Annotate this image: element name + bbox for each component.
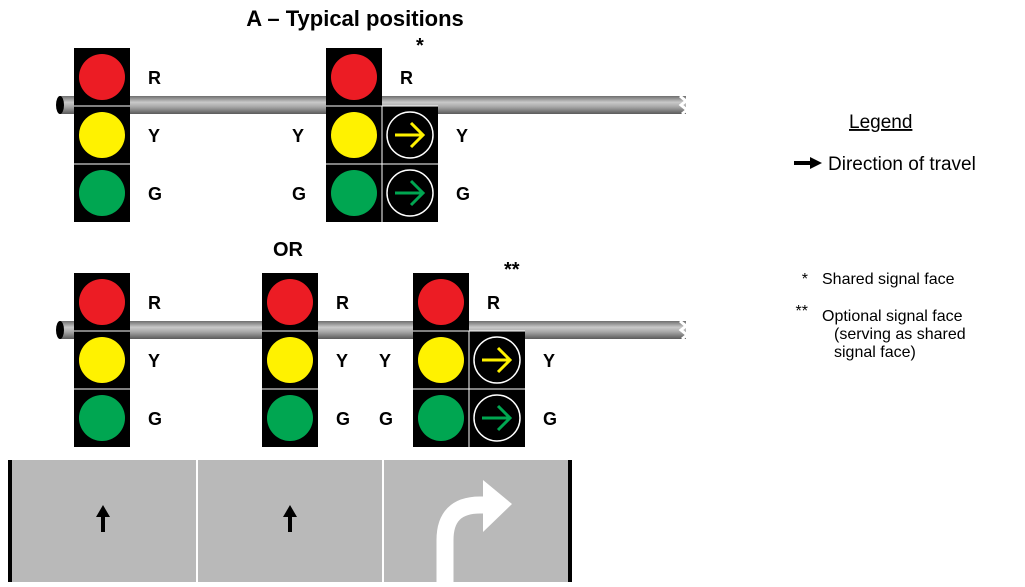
lens-label-g-left: G — [292, 184, 306, 204]
lens-label-y: Y — [336, 351, 348, 371]
yellow-right-arrow-icon — [473, 336, 521, 384]
lens-label-y: Y — [148, 351, 160, 371]
lens-label-r: R — [336, 293, 349, 313]
lens-label-r: R — [487, 293, 500, 313]
legend: Legend Direction of travel — [794, 112, 976, 175]
diagram-title: A – Typical positions — [246, 6, 464, 31]
lane-2 — [283, 505, 297, 532]
yellow-lens — [267, 337, 313, 383]
lens-label-r: R — [400, 68, 413, 88]
green-lens — [79, 395, 125, 441]
red-lens — [79, 279, 125, 325]
signal-green-section — [413, 389, 469, 447]
lens-label-y: Y — [456, 126, 468, 146]
note-optional-mark: ** — [796, 303, 808, 320]
signal-red-section — [74, 273, 130, 331]
straight-arrow-icon — [96, 505, 110, 532]
signal-red-section — [326, 48, 382, 106]
signal-red-section — [74, 48, 130, 106]
red-lens — [267, 279, 313, 325]
yellow-right-arrow-icon — [386, 111, 434, 159]
signal-yellow-arrow-section — [382, 106, 438, 164]
signal-red-section — [262, 273, 318, 331]
signal-yellow-section — [74, 106, 130, 164]
green-lens — [331, 170, 377, 216]
yellow-lens — [331, 112, 377, 158]
yellow-lens — [79, 112, 125, 158]
green-right-arrow-icon — [386, 169, 434, 217]
yellow-lens — [79, 337, 125, 383]
red-lens — [331, 54, 377, 100]
straight-arrow-icon — [283, 505, 297, 532]
signal-yellow-section — [74, 331, 130, 389]
signal-red-section — [413, 273, 469, 331]
signal-yellow-section — [413, 331, 469, 389]
note-shared-mark: * — [802, 271, 808, 288]
or-label: OR — [273, 239, 304, 261]
lens-label-y-left: Y — [292, 126, 304, 146]
signal-yellow-section — [326, 106, 382, 164]
right-arrow-icon — [794, 157, 822, 169]
signal-green-section — [74, 389, 130, 447]
lens-label-g: G — [543, 409, 557, 429]
lens-label-g: G — [456, 184, 470, 204]
lens-label-g: G — [336, 409, 350, 429]
note-optional-line-2: (serving as shared — [834, 326, 966, 343]
green-lens — [267, 395, 313, 441]
lens-label-y-left: Y — [379, 351, 391, 371]
shared-signal-mark: * — [416, 35, 424, 57]
lens-label-r: R — [148, 293, 161, 313]
signal-heads: R Y G R Y G Y G R Y G R Y G R Y G Y G — [74, 48, 557, 447]
signal-green-arrow-section — [469, 389, 525, 447]
mast-arm-bottom — [56, 319, 690, 341]
signal-yellow-section — [262, 331, 318, 389]
red-lens — [79, 54, 125, 100]
lens-label-g: G — [148, 409, 162, 429]
lens-label-g: G — [148, 184, 162, 204]
lane-1 — [96, 505, 110, 532]
yellow-lens — [418, 337, 464, 383]
signal-green-section — [74, 164, 130, 222]
signal-green-section — [262, 389, 318, 447]
lens-label-r: R — [148, 68, 161, 88]
legend-direction-text: Direction of travel — [828, 154, 976, 175]
signal-yellow-arrow-section — [469, 331, 525, 389]
lane-3 — [436, 480, 512, 582]
signal-green-arrow-section — [382, 164, 438, 222]
notes: * Shared signal face ** Optional signal … — [796, 271, 966, 361]
note-optional-line-3: signal face) — [834, 344, 916, 361]
signal-green-section — [326, 164, 382, 222]
lens-label-y: Y — [543, 351, 555, 371]
lens-label-g-left: G — [379, 409, 393, 429]
legend-heading: Legend — [849, 112, 912, 133]
note-shared-text: Shared signal face — [822, 271, 955, 288]
green-lens — [79, 170, 125, 216]
green-right-arrow-icon — [473, 394, 521, 442]
optional-signal-mark: ** — [504, 259, 520, 281]
green-lens — [418, 395, 464, 441]
note-optional-line-1: Optional signal face — [822, 308, 963, 325]
red-lens — [418, 279, 464, 325]
right-turn-arrow-icon — [436, 480, 512, 582]
lens-label-y: Y — [148, 126, 160, 146]
